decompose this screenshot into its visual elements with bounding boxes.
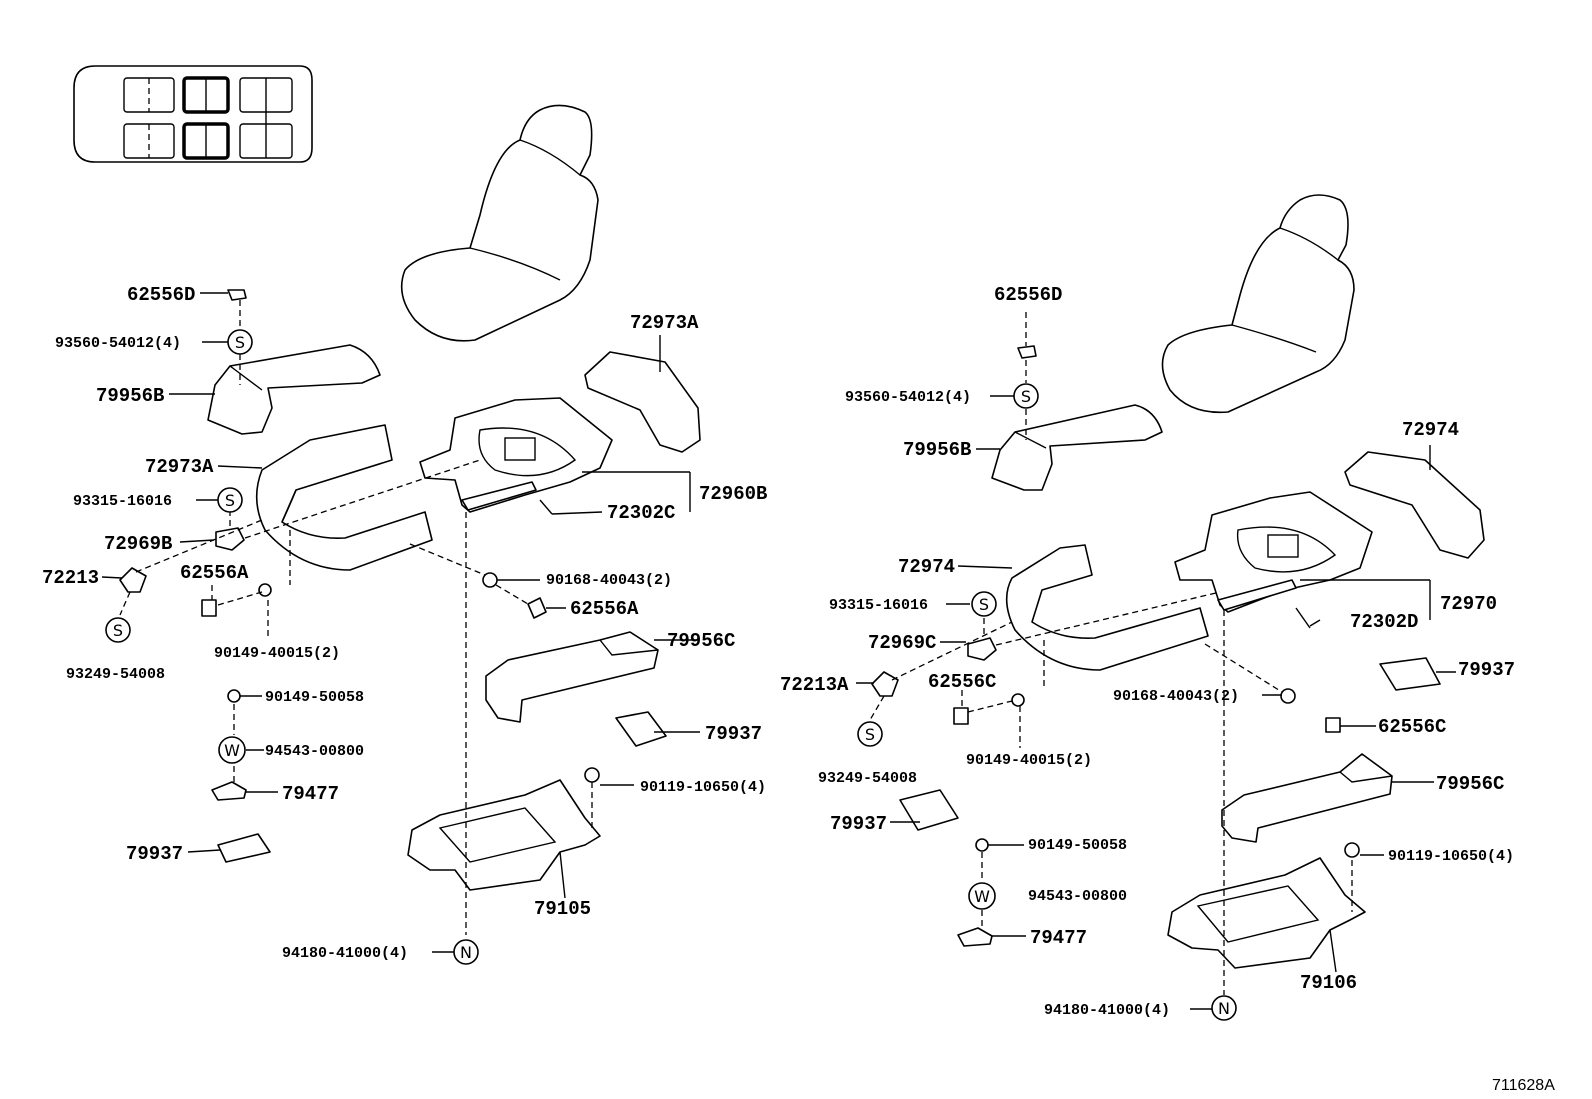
right-cover-72974-top (1344, 451, 1485, 559)
s-symbol-right-1: S (1021, 387, 1031, 406)
label-79477-r: 79477 (1030, 927, 1087, 949)
w-symbol-left: W (224, 741, 240, 760)
label-72302C: 72302C (607, 502, 675, 524)
label-79937-r-b: 79937 (830, 813, 887, 835)
label-79106: 79106 (1300, 972, 1357, 994)
s-symbol-right-3: S (865, 725, 875, 744)
label-93560-54012: 93560-54012(4) (55, 335, 181, 352)
label-90119-10650-r: 90119-10650(4) (1388, 848, 1514, 865)
w-symbol-right: W (974, 887, 990, 906)
label-90149-40015-r: 90149-40015(2) (966, 752, 1092, 769)
left-labels: 62556D 93560-54012(4) 79956B 72973A 7297… (42, 284, 767, 962)
label-79956C: 79956C (667, 630, 735, 652)
label-90119-10650: 90119-10650(4) (640, 779, 766, 796)
label-94180-41000: 94180-41000(4) (282, 945, 408, 962)
n-symbol-right: N (1218, 999, 1230, 1018)
label-72973A: 72973A (145, 456, 214, 478)
label-62556A-b: 62556A (570, 598, 639, 620)
label-72213: 72213 (42, 567, 99, 589)
right-seat-outline (1161, 194, 1355, 414)
n-symbol-left: N (460, 943, 472, 962)
s-symbol-left-1: S (235, 333, 245, 352)
right-leader-lines (856, 312, 1456, 1010)
label-62556C-b: 62556C (1378, 716, 1446, 738)
label-90168-40043: 90168-40043(2) (546, 572, 672, 589)
label-79956C-r: 79956C (1436, 773, 1504, 795)
label-72974: 72974 (898, 556, 955, 578)
left-leader-lines (101, 292, 700, 953)
label-62556D: 62556D (127, 284, 195, 306)
label-93249-54008: 93249-54008 (66, 666, 165, 683)
label-90149-40015: 90149-40015(2) (214, 645, 340, 662)
label-94543-00800-r: 94543-00800 (1028, 888, 1127, 905)
right-small-parts (871, 345, 1441, 947)
label-72969C: 72969C (868, 632, 936, 654)
left-armrest-79956C (485, 631, 659, 723)
right-cover-72974-front (1005, 544, 1209, 671)
label-90149-50058: 90149-50058 (265, 689, 364, 706)
label-79105: 79105 (534, 898, 591, 920)
right-seat-track-72970 (1174, 491, 1373, 613)
label-72969B: 72969B (104, 533, 172, 555)
label-79937-b: 79937 (705, 723, 762, 745)
label-90149-50058-r: 90149-50058 (1028, 837, 1127, 854)
label-90168-40043-r: 90168-40043(2) (1113, 688, 1239, 705)
label-93315-16016-r: 93315-16016 (829, 597, 928, 614)
label-93249-54008-r: 93249-54008 (818, 770, 917, 787)
left-cover-72973A-front (255, 424, 433, 571)
right-armrest-79956B (991, 404, 1163, 491)
label-72970: 72970 (1440, 593, 1497, 615)
label-79937-a: 79937 (126, 843, 183, 865)
right-armrest-79956C (1221, 753, 1393, 843)
right-symbols: S S S W N (857, 383, 1237, 1021)
right-labels: 62556D 93560-54012(4) 79956B 72974 72974… (780, 284, 1515, 1019)
seat-location-thumbnail (73, 65, 313, 163)
diagram-code: 711628A (1492, 1077, 1555, 1094)
label-79956B-r: 79956B (903, 439, 971, 461)
left-seat-track-72960B (419, 397, 613, 513)
label-93560-54012-r: 93560-54012(4) (845, 389, 971, 406)
label-79956B: 79956B (96, 385, 164, 407)
label-94543-00800: 94543-00800 (265, 743, 364, 760)
label-72973A-top: 72973A (630, 312, 699, 334)
left-base-79105 (407, 779, 601, 891)
label-62556C-a: 62556C (928, 671, 996, 693)
label-93315-16016: 93315-16016 (73, 493, 172, 510)
left-cover-72973A-top (584, 351, 701, 453)
label-79477: 79477 (282, 783, 339, 805)
s-symbol-right-2: S (979, 595, 989, 614)
left-armrest-79956B (207, 344, 381, 435)
label-72213A: 72213A (780, 674, 849, 696)
label-72974-top: 72974 (1402, 419, 1459, 441)
label-94180-41000-r: 94180-41000(4) (1044, 1002, 1170, 1019)
left-seat-outline (400, 104, 599, 342)
s-symbol-left-2: S (225, 491, 235, 510)
label-62556A-a: 62556A (180, 562, 249, 584)
s-symbol-left-3: S (113, 621, 123, 640)
label-62556D-r: 62556D (994, 284, 1062, 306)
label-72960B: 72960B (699, 483, 767, 505)
left-symbols: S S S W N (105, 329, 479, 965)
left-small-parts (119, 289, 667, 863)
right-base-79106 (1167, 857, 1366, 969)
label-79937-r-a: 79937 (1458, 659, 1515, 681)
label-72302D: 72302D (1350, 611, 1418, 633)
